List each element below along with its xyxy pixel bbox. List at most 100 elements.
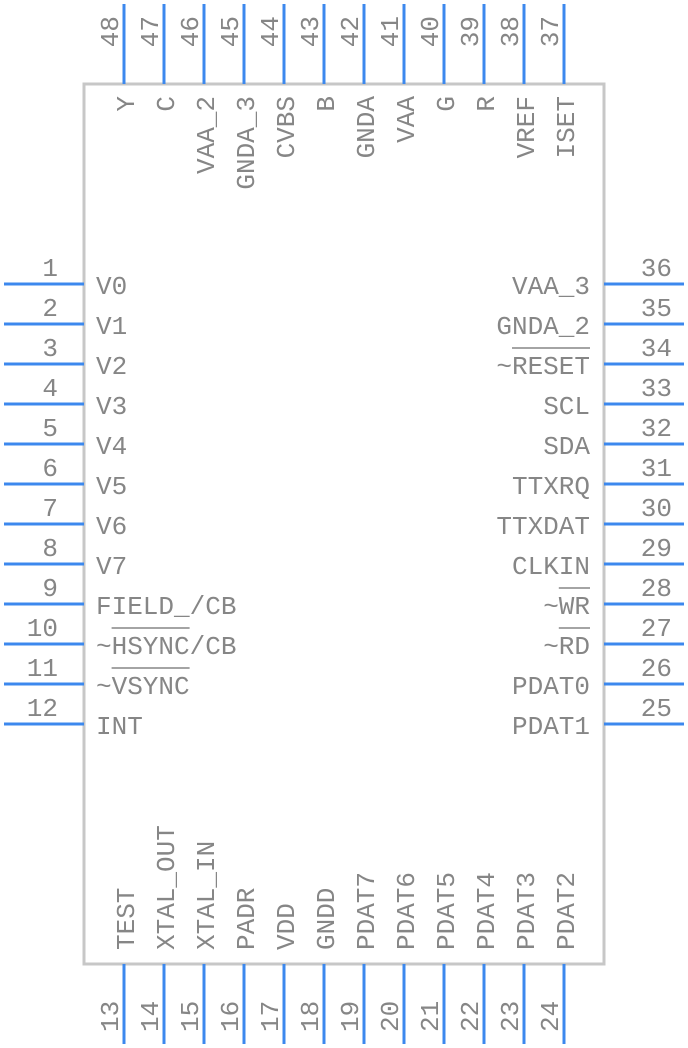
pin-43-number: 43 (296, 16, 326, 47)
pin-18-number: 18 (296, 1001, 326, 1032)
pin-30-name: TTXDAT (496, 512, 590, 542)
pin-34-number: 34 (641, 334, 672, 364)
pin-13-name: TEST (112, 888, 142, 950)
pin-34-name: ~RESET (496, 352, 590, 382)
pin-12-name: INT (96, 712, 143, 742)
pin-5-name: V4 (96, 432, 127, 462)
pin-6-number: 6 (42, 454, 58, 484)
pin-26-name: PDAT0 (512, 672, 590, 702)
pin-19-number: 19 (336, 1001, 366, 1032)
pin-16-name: PADR (232, 888, 262, 950)
pin-2-name: V1 (96, 312, 127, 342)
pin-29-number: 29 (641, 534, 672, 564)
pin-15-number: 15 (176, 1001, 206, 1032)
pin-1-number: 1 (42, 254, 58, 284)
pin-10-number: 10 (27, 614, 58, 644)
pin-19-name: PDAT7 (352, 872, 382, 950)
pin-47-number: 47 (136, 16, 166, 47)
ic-body (82, 82, 606, 966)
pin-25-number: 25 (641, 694, 672, 724)
pin-39-number: 39 (456, 16, 486, 47)
pin-48-name: Y (112, 96, 142, 112)
pin-3-name: V2 (96, 352, 127, 382)
pin-44-name: CVBS (272, 96, 302, 158)
pin-20-number: 20 (376, 1001, 406, 1032)
pin-11-number: 11 (27, 654, 58, 684)
pin-36-number: 36 (641, 254, 672, 284)
pin-23-number: 23 (496, 1001, 526, 1032)
pin-8-name: V7 (96, 552, 127, 582)
pin-28-name: ~WR (543, 592, 590, 622)
pin-23-name: PDAT3 (512, 872, 542, 950)
pin-27-name: ~RD (543, 632, 590, 662)
pin-42-name: GNDA (352, 96, 382, 159)
pin-7-number: 7 (42, 494, 58, 524)
pin-43-name: B (312, 96, 342, 112)
pin-44-number: 44 (256, 16, 286, 47)
pin-6-name: V5 (96, 472, 127, 502)
pin-28-number: 28 (641, 574, 672, 604)
pin-10-name: ~HSYNC/CB (96, 632, 236, 662)
pin-33-number: 33 (641, 374, 672, 404)
pin-7-name: V6 (96, 512, 127, 542)
pin-1-name: V0 (96, 272, 127, 302)
pin-24-name: PDAT2 (552, 872, 582, 950)
pin-12-number: 12 (27, 694, 58, 724)
pin-30-number: 30 (641, 494, 672, 524)
pin-33-name: SCL (543, 392, 590, 422)
pin-24-number: 24 (536, 1001, 566, 1032)
pin-38-name: VREF (512, 96, 542, 158)
pin-31-name: TTXRQ (512, 472, 590, 502)
pin-14-name: XTAL_OUT (152, 825, 182, 950)
pin-45-number: 45 (216, 16, 246, 47)
pin-46-number: 46 (176, 16, 206, 47)
pin-40-name: G (432, 96, 462, 112)
pin-35-number: 35 (641, 294, 672, 324)
pin-17-name: VDD (272, 903, 302, 950)
pin-17-number: 17 (256, 1001, 286, 1032)
pin-20-name: PDAT6 (392, 872, 422, 950)
pin-31-number: 31 (641, 454, 672, 484)
pin-47-name: C (152, 96, 182, 112)
pin-25-name: PDAT1 (512, 712, 590, 742)
pin-15-name: XTAL_IN (192, 841, 222, 950)
pin-13-number: 13 (96, 1001, 126, 1032)
pin-32-number: 32 (641, 414, 672, 444)
pin-32-name: SDA (543, 432, 590, 462)
pin-2-number: 2 (42, 294, 58, 324)
pin-16-number: 16 (216, 1001, 246, 1032)
pin-5-number: 5 (42, 414, 58, 444)
pin-42-number: 42 (336, 16, 366, 47)
pin-18-name: GNDD (312, 888, 342, 950)
pin-3-number: 3 (42, 334, 58, 364)
pin-37-number: 37 (536, 16, 566, 47)
pin-26-number: 26 (641, 654, 672, 684)
pin-4-number: 4 (42, 374, 58, 404)
pin-41-name: VAA (392, 96, 422, 143)
pin-9-number: 9 (42, 574, 58, 604)
pin-36-name: VAA_3 (512, 272, 590, 302)
pin-40-number: 40 (416, 16, 446, 47)
pin-21-number: 21 (416, 1001, 446, 1032)
pin-9-name: FIELD_/CB (96, 592, 236, 622)
pin-21-name: PDAT5 (432, 872, 462, 950)
pin-4-name: V3 (96, 392, 127, 422)
pin-35-name: GNDA_2 (496, 312, 590, 342)
pin-11-name: ~VSYNC (96, 672, 190, 702)
pin-22-name: PDAT4 (472, 872, 502, 950)
pin-29-name: CLKIN (512, 552, 590, 582)
pin-45-name: GNDA_3 (232, 96, 262, 190)
pin-46-name: VAA_2 (192, 96, 222, 174)
pin-41-number: 41 (376, 16, 406, 47)
pin-27-number: 27 (641, 614, 672, 644)
pin-38-number: 38 (496, 16, 526, 47)
pin-22-number: 22 (456, 1001, 486, 1032)
pin-37-name: ISET (552, 96, 582, 158)
pin-14-number: 14 (136, 1001, 166, 1032)
pin-39-name: R (472, 96, 502, 112)
pin-8-number: 8 (42, 534, 58, 564)
